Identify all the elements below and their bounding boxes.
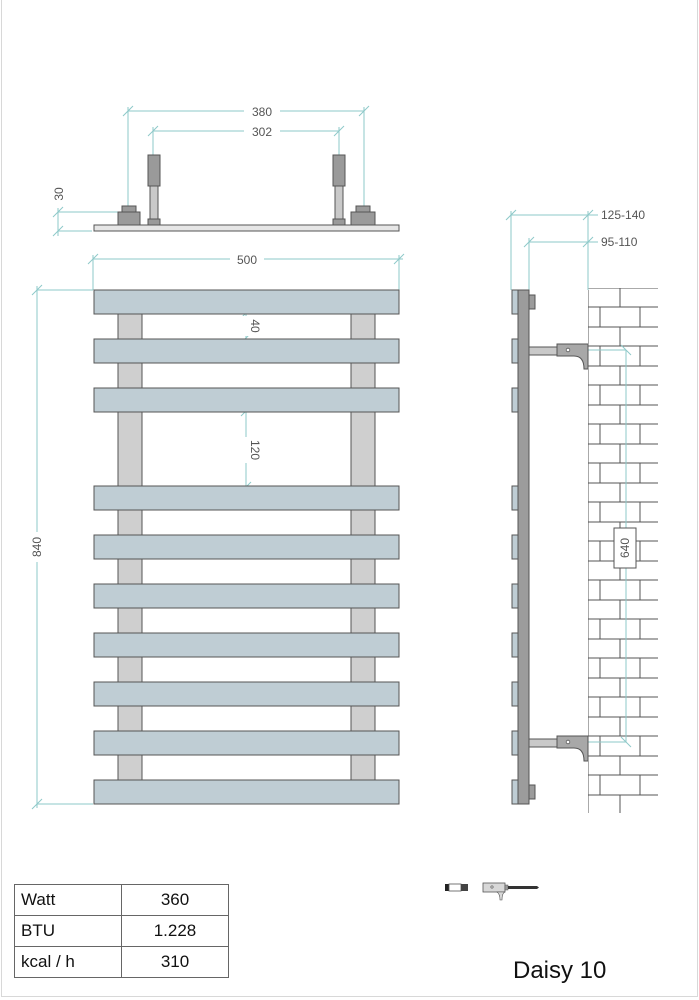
brick-wall [588, 288, 658, 813]
top-view-dimension-lines [52, 105, 370, 237]
spec-row-watt: Watt 360 [14, 884, 229, 916]
right-wall-bracket-top [355, 205, 371, 213]
side-frame [517, 289, 530, 805]
top-view: 380 302 30 [52, 104, 400, 237]
radiator-bars [93, 289, 400, 805]
left-valve-body [147, 154, 161, 187]
bar-5 [93, 534, 400, 560]
bar-2 [93, 338, 400, 364]
left-valve-stem [149, 185, 159, 220]
spec-label: Watt [14, 884, 122, 916]
left-wall-bracket-top [121, 205, 137, 213]
dim-380-label: 380 [252, 105, 272, 119]
front-view: 500 40 120 840 [30, 252, 405, 810]
dim-30-label: 30 [52, 187, 66, 201]
side-bar-stubs [511, 289, 519, 805]
spec-row-kcal: kcal / h 310 [14, 946, 229, 978]
bar-3 [93, 387, 400, 413]
dim-120-label: 120 [248, 440, 262, 460]
dim-302-label: 302 [252, 125, 272, 139]
side-view-dimension-lines [505, 209, 632, 748]
dim-500-label: 500 [237, 253, 257, 267]
spec-value: 310 [121, 946, 229, 978]
upper-wall-bracket [528, 343, 589, 370]
dim-95-110-label: 95-110 [601, 235, 638, 249]
bar-6 [93, 583, 400, 609]
radiator-top-plate [93, 224, 400, 232]
dim-640-box [613, 527, 637, 569]
bar-1 [93, 289, 400, 315]
spec-label: BTU [14, 915, 122, 947]
front-view-dimension-lines [31, 253, 405, 810]
spec-row-btu: BTU 1.228 [14, 915, 229, 947]
spec-label: kcal / h [14, 946, 122, 978]
lower-wall-bracket [528, 735, 589, 762]
spec-value: 360 [121, 884, 229, 916]
product-name: Daisy 10 [513, 957, 607, 984]
dim-40-label: 40 [248, 319, 262, 333]
right-valve-body [332, 154, 346, 187]
bar-7 [93, 632, 400, 658]
bar-4 [93, 485, 400, 511]
bar-8 [93, 681, 400, 707]
bar-10 [93, 779, 400, 805]
spec-value: 1.228 [121, 915, 229, 947]
side-view: 125-140 95-110 640 [505, 208, 658, 813]
valve-and-bracket-icon [445, 882, 539, 901]
dim-125-140-label: 125-140 [601, 208, 645, 222]
bar-9 [93, 730, 400, 756]
right-valve-stem [334, 185, 344, 220]
dim-840-label: 840 [30, 537, 44, 557]
spec-table: Watt 360 BTU 1.228 kcal / h 310 [14, 884, 229, 978]
dim-640-label: 640 [618, 538, 632, 558]
